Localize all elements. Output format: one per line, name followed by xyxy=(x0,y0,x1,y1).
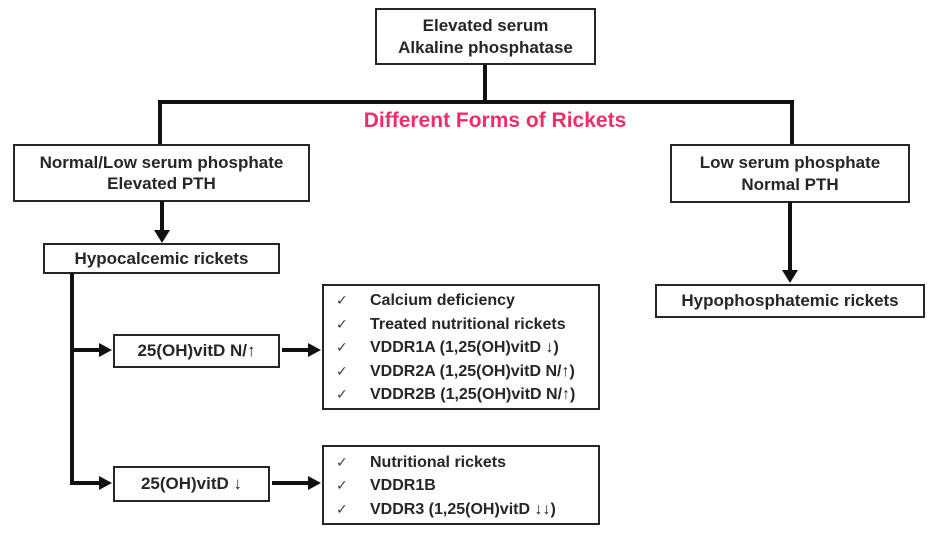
node-text-line: Hypocalcemic rickets xyxy=(74,248,249,268)
checkmark-icon: ✓ xyxy=(336,477,348,494)
node-normal-low-phosphate-elevated-pth: Normal/Low serum phosphate Elevated PTH xyxy=(13,144,310,202)
checklist-item-label: VDDR2B (1,25(OH)vitD N/↑) xyxy=(370,386,576,404)
node-text-line: 25(OH)vitD ↓ xyxy=(140,474,243,494)
checklist-item: ✓ Treated nutritional rickets xyxy=(336,313,590,336)
arrow-to-vitd-normal-high-shaft xyxy=(70,348,100,352)
checkmark-icon: ✓ xyxy=(336,386,348,403)
node-25ohvitd-normal-high: 25(OH)vitD N/↑ xyxy=(113,334,280,368)
arrow-vitd-low-to-list-shaft xyxy=(272,481,310,485)
connector-right-drop xyxy=(790,100,794,144)
node-text-line: Normal PTH xyxy=(741,174,839,194)
checklist-item: ✓ VDDR2A (1,25(OH)vitD N/↑) xyxy=(336,360,590,383)
checklist-item: ✓ Nutritional rickets xyxy=(336,451,590,474)
diagram-title: Different Forms of Rickets xyxy=(363,109,627,132)
checkmark-icon: ✓ xyxy=(336,339,348,356)
checklist-item-label: VDDR3 (1,25(OH)vitD ↓↓) xyxy=(370,500,556,518)
checklist-item: ✓ VDDR3 (1,25(OH)vitD ↓↓) xyxy=(336,498,590,521)
checklist-vitd-normal-high-causes: ✓ Calcium deficiency ✓ Treated nutritional … xyxy=(322,284,600,410)
node-text-line: 25(OH)vitD N/↑ xyxy=(137,341,256,361)
arrow-right-icon xyxy=(99,476,112,490)
checklist-item-label: VDDR2A (1,25(OH)vitD N/↑) xyxy=(370,362,575,380)
node-text-line: Hypophosphatemic rickets xyxy=(681,291,899,311)
node-text-line: Elevated serum xyxy=(422,16,549,36)
arrow-right-to-hypophosphatemic-shaft xyxy=(788,202,792,272)
node-low-phosphate-normal-pth: Low serum phosphate Normal PTH xyxy=(670,144,910,203)
checkmark-icon: ✓ xyxy=(336,362,348,379)
checkmark-icon: ✓ xyxy=(336,500,348,517)
node-elevated-alkaline-phosphatase: Elevated serum Alkaline phosphatase xyxy=(375,8,596,65)
node-text-line: Elevated PTH xyxy=(107,174,216,193)
arrow-to-vitd-low-shaft xyxy=(70,481,100,485)
node-text-line: Alkaline phosphatase xyxy=(398,37,573,57)
checklist-item: ✓ VDDR1A (1,25(OH)vitD ↓) xyxy=(336,336,590,359)
checklist-item-label: Treated nutritional rickets xyxy=(370,315,566,333)
arrow-down-icon xyxy=(154,230,170,243)
checklist-vitd-low-causes: ✓ Nutritional rickets ✓ VDDR1B ✓ VDDR3 (1,25(… xyxy=(322,445,600,525)
checklist-item-label: VDDR1B xyxy=(370,477,436,495)
checklist-item-label: Calcium deficiency xyxy=(370,292,515,310)
arrow-right-icon xyxy=(308,476,321,490)
arrow-right-icon xyxy=(99,343,112,357)
checkmark-icon: ✓ xyxy=(336,292,348,309)
checklist-item-label: Nutritional rickets xyxy=(370,453,507,471)
checklist-item: ✓ VDDR1B xyxy=(336,474,590,497)
connector-root-stem xyxy=(483,64,487,104)
connector-hypocalcemic-trunk xyxy=(70,273,74,485)
arrow-right-icon xyxy=(308,343,321,357)
arrow-left-to-hypocalcemic-shaft xyxy=(160,201,164,232)
arrow-vitd-normal-high-to-list-shaft xyxy=(282,348,310,352)
checkmark-icon: ✓ xyxy=(336,315,348,332)
connector-left-drop xyxy=(158,100,162,144)
connector-main-horizontal xyxy=(158,100,794,104)
node-25ohvitd-low: 25(OH)vitD ↓ xyxy=(113,466,270,502)
node-hypophosphatemic-rickets: Hypophosphatemic rickets xyxy=(655,284,925,318)
node-text-line: Normal/Low serum phosphate xyxy=(39,152,284,172)
node-hypocalcemic-rickets: Hypocalcemic rickets xyxy=(43,243,280,274)
checklist-item-label: VDDR1A (1,25(OH)vitD ↓) xyxy=(370,339,559,357)
checkmark-icon: ✓ xyxy=(336,453,348,470)
checklist-item: ✓ Calcium deficiency xyxy=(336,289,590,312)
node-text-line: Low serum phosphate xyxy=(699,153,881,173)
arrow-down-icon xyxy=(782,270,798,283)
checklist-item: ✓ VDDR2B (1,25(OH)vitD N/↑) xyxy=(336,383,590,406)
